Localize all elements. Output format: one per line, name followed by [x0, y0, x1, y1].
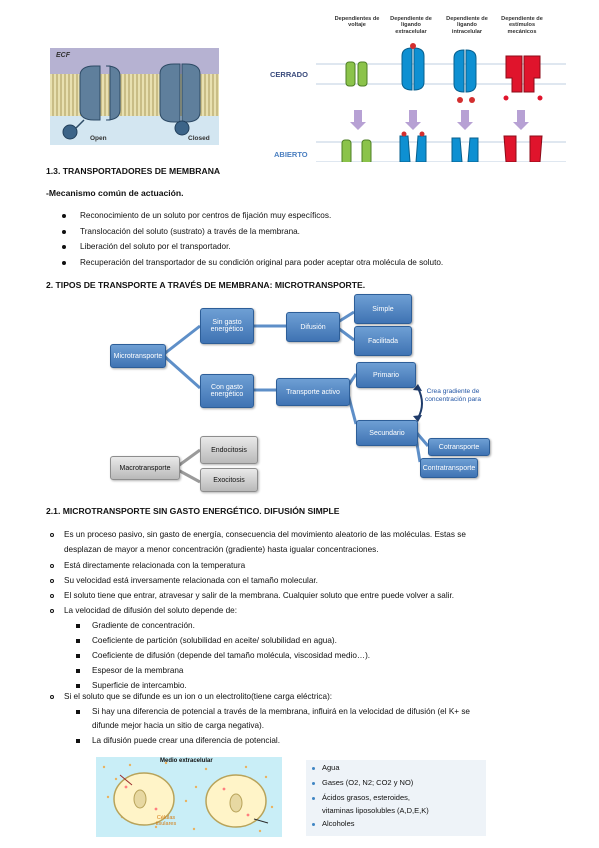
solute-item: Agua	[322, 763, 340, 772]
list-item: La velocidad de difusión del soluto depe…	[64, 606, 237, 615]
list-item: Liberación del soluto por el transportad…	[80, 242, 231, 251]
circle-bullet-icon	[50, 579, 54, 583]
ecf-label: ECF	[56, 52, 70, 59]
circle-bullet-icon	[50, 533, 54, 537]
box-secundario: Secundario	[356, 420, 418, 446]
square-bullet-icon	[76, 654, 80, 658]
cells-label: Células tisulares	[155, 815, 177, 827]
square-bullet-icon	[76, 710, 80, 714]
box-exocitosis: Exocitosis	[200, 468, 258, 492]
list-item: Su velocidad está inversamente relaciona…	[64, 576, 318, 585]
voltage-channel-open-icon	[341, 139, 372, 162]
section-1-3-subheading: -Mecanismo común de actuación.	[46, 188, 184, 198]
gradient-note: Crea gradiente de concentración para	[424, 388, 482, 403]
ion-sub-item: La difusión puede crear una diferencia d…	[92, 736, 280, 745]
col-ligando-intra: Dependiente de ligando intracelular	[446, 16, 488, 35]
col-voltaje: Dependientes de voltaje	[334, 16, 380, 29]
circle-bullet-icon	[50, 695, 54, 699]
circle-bullet-icon	[50, 609, 54, 613]
list-item: Reconocimiento de un soluto por centros …	[80, 211, 332, 220]
box-con-gasto: Con gasto energético	[200, 374, 254, 408]
factor-item: Coeficiente de partición (solubilidad en…	[92, 636, 337, 645]
extracellular-ligand-channel-open-icon	[399, 131, 427, 162]
channel-figure: ECF Open Closed	[50, 48, 219, 145]
section-2-1-heading: 2.1. MICROTRANSPORTE SIN GASTO ENERGÉTIC…	[46, 506, 340, 516]
channel-drawing	[62, 63, 201, 140]
box-cotransporte: Cotransporte	[428, 438, 490, 456]
square-bullet-icon	[76, 739, 80, 743]
box-macrotransporte: Macrotransporte	[110, 456, 180, 480]
col-mecanicos: Dependiente de estímulos mecánicos	[501, 16, 543, 35]
diagram-connectors	[163, 310, 430, 484]
transport-diagram: Microtransporte Sin gasto energético Con…	[100, 290, 500, 492]
mechanical-channel-open-icon	[503, 135, 543, 162]
solute-item-continuation: vitaminas liposolubles (A,D,E,K)	[322, 806, 429, 815]
medio-label: Medio extracelular	[160, 758, 213, 764]
circle-bullet-icon	[50, 594, 54, 598]
intracellular-ligand-channel-closed-icon	[453, 49, 477, 103]
square-bullet-icon	[76, 669, 80, 673]
box-microtransporte: Microtransporte	[110, 344, 166, 368]
square-bullet-icon	[76, 624, 80, 628]
box-contratransporte: Contratransporte	[420, 458, 478, 478]
list-item-continuation: desplazan de mayor a menor concentración…	[64, 545, 379, 554]
section-2-heading: 2. TIPOS DE TRANSPORTE A TRAVÉS DE MEMBR…	[46, 280, 366, 290]
circle-bullet-icon	[50, 564, 54, 568]
intracellular-ligand-channel-open-icon	[451, 137, 479, 162]
box-facilitada: Facilitada	[354, 326, 412, 356]
list-bullet-icon	[312, 823, 315, 826]
list-item: El soluto tiene que entrar, atravesar y …	[64, 591, 455, 600]
gradient-arrow-icon	[413, 384, 423, 422]
diffusion-drawing	[102, 761, 274, 833]
col-ligando-extra: Dependiente de ligando extracelular	[390, 16, 432, 35]
ion-sub-item-continuation: difunde mejor hacia un sitio de carga ne…	[92, 721, 265, 730]
ion-sub-item: Si hay una diferencia de potencial a tra…	[92, 707, 470, 716]
box-primario: Primario	[356, 362, 416, 388]
list-item: Es un proceso pasivo, sin gasto de energ…	[64, 530, 466, 539]
diffusion-figure: Medio extracelular Células tisulares	[96, 757, 282, 837]
list-item: Si el soluto que se difunde es un ion o …	[64, 692, 333, 701]
list-bullet-icon	[312, 797, 315, 800]
bullet-icon	[62, 214, 66, 218]
open-row-label: ABIERTO	[274, 150, 308, 159]
bullet-icon	[62, 245, 66, 249]
solute-item: Ácidos grasos, esteroides,	[322, 793, 410, 802]
list-bullet-icon	[312, 767, 315, 770]
box-transporte-activo: Transporte activo	[276, 378, 350, 406]
closed-row-label: CERRADO	[270, 70, 308, 79]
section-1-3-heading: 1.3. TRANSPORTADORES DE MEMBRANA	[46, 166, 221, 176]
solute-list-figure: Agua Gases (O2, N2; CO2 y NO) Ácidos gra…	[306, 760, 486, 836]
list-item: Translocación del soluto (sustrato) a tr…	[80, 227, 300, 236]
solute-item: Gases (O2, N2; CO2 y NO)	[322, 778, 414, 787]
box-difusion: Difusión	[286, 312, 340, 342]
factor-item: Gradiente de concentración.	[92, 621, 195, 630]
gates-figure: Dependientes de voltaje Dependiente de l…	[266, 12, 566, 162]
extracellular-ligand-channel-closed-icon	[401, 43, 425, 91]
list-item: Está directamente relacionada con la tem…	[64, 561, 246, 570]
square-bullet-icon	[76, 639, 80, 643]
voltage-channel-closed-icon	[345, 61, 368, 87]
bullet-icon	[62, 230, 66, 234]
solute-item: Alcoholes	[322, 819, 355, 828]
list-bullet-icon	[312, 782, 315, 785]
factor-item: Coeficiente de difusión (depende del tam…	[92, 651, 371, 660]
gates-drawing	[316, 43, 566, 162]
mechanical-channel-closed-icon	[503, 55, 543, 101]
list-item: Recuperación del transportador de su con…	[80, 258, 444, 267]
closed-label: Closed	[188, 135, 210, 142]
factor-item: Espesor de la membrana	[92, 666, 184, 675]
open-label: Open	[90, 135, 107, 142]
box-endocitosis: Endocitosis	[200, 436, 258, 464]
box-sin-gasto: Sin gasto energético	[200, 308, 254, 344]
box-simple: Simple	[354, 294, 412, 324]
square-bullet-icon	[76, 684, 80, 688]
bullet-icon	[62, 261, 66, 265]
factor-item: Superficie de intercambio.	[92, 681, 187, 690]
